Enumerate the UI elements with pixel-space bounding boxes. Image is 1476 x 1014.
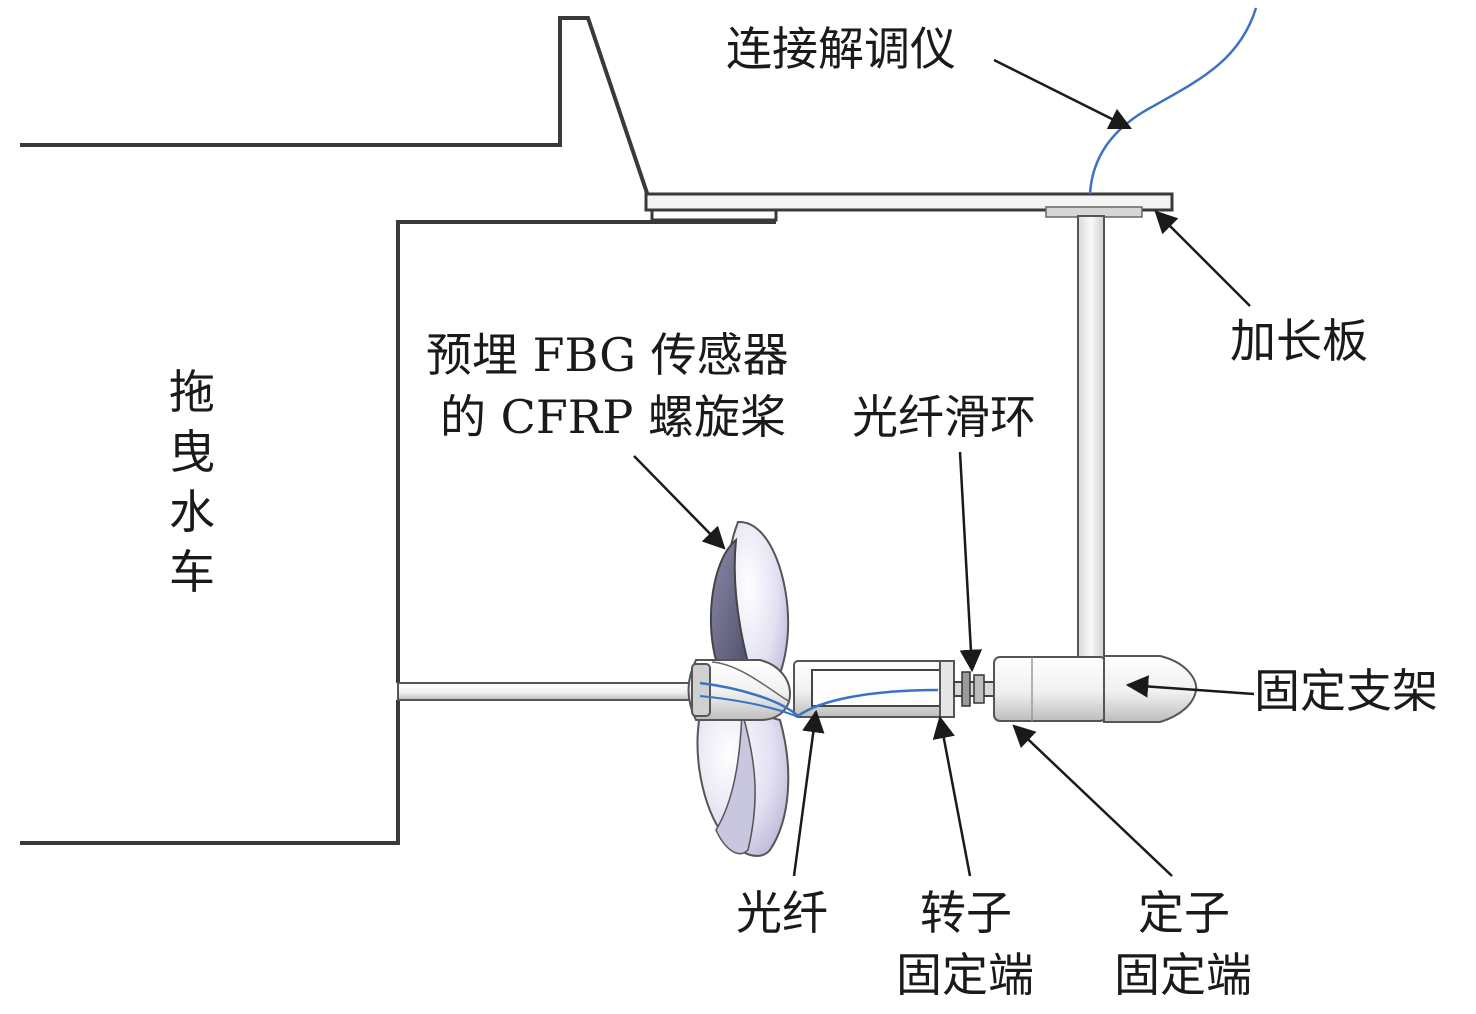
cfrp-propeller — [687, 520, 791, 857]
label-propeller-line1: 预埋 FBG 传感器 — [426, 328, 789, 382]
towing-carriage-body-outline — [396, 220, 776, 683]
label-rotor-line1: 转子 — [920, 886, 1012, 940]
arrow-extension-plate — [1154, 210, 1251, 307]
arrow-fiber — [792, 709, 825, 877]
towing-carriage-upper-outline — [20, 16, 650, 197]
optical-fiber-line-2 — [699, 695, 797, 717]
label-fixed-bracket: 固定支架 — [1254, 664, 1438, 718]
extension-plate-step — [650, 208, 778, 222]
arrow-slip-ring — [958, 451, 983, 673]
label-rotor-line2: 固定端 — [896, 948, 1034, 1002]
optical-fiber-line — [699, 681, 939, 718]
arrow-stator-fixed-end — [1012, 724, 1173, 877]
vertical-strut — [1077, 215, 1105, 667]
extension-plate — [644, 192, 1174, 212]
arrow-fixed-bracket — [1125, 675, 1255, 698]
label-fiber: 光纤 — [736, 886, 828, 940]
main-shaft — [397, 682, 705, 701]
label-stator-line1: 定子 — [1138, 886, 1230, 940]
fiber-optic-slip-ring — [953, 671, 995, 707]
arrow-propeller — [633, 455, 726, 550]
label-demodulator: 连接解调仪 — [726, 22, 956, 76]
demodulator-fiber — [1088, 7, 1258, 195]
label-propeller-line2: 的 CFRP 螺旋桨 — [440, 390, 786, 444]
arrow-demodulator — [993, 58, 1133, 130]
label-extension-plate: 加长板 — [1230, 314, 1368, 368]
label-stator-line2: 固定端 — [1114, 948, 1252, 1002]
rotor-end-ring — [939, 660, 955, 718]
stator-housing — [993, 656, 1107, 722]
arrow-rotor-fixed-end — [932, 715, 972, 877]
towing-carriage-lower-outline — [20, 700, 400, 845]
label-towing-carriage: 拖曳水车 — [169, 365, 215, 599]
label-slip-ring: 光纤滑环 — [852, 390, 1036, 444]
